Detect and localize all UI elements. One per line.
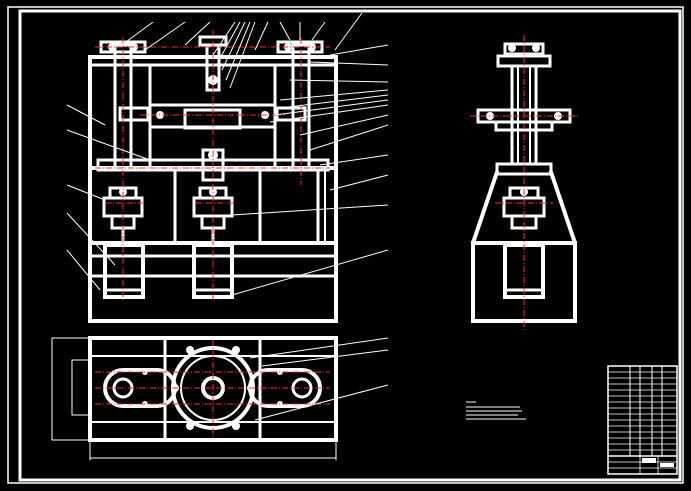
top-leader-lines bbox=[249, 337, 389, 421]
side-centerlines bbox=[470, 35, 578, 330]
inner-border bbox=[18, 9, 682, 482]
front-centerlines bbox=[95, 30, 330, 300]
outer-border bbox=[7, 6, 684, 484]
technical-notes bbox=[466, 401, 526, 420]
front-leader-lines bbox=[66, 12, 389, 296]
top-centerlines bbox=[95, 340, 330, 438]
title-block bbox=[607, 365, 678, 475]
top-outer bbox=[88, 336, 338, 442]
